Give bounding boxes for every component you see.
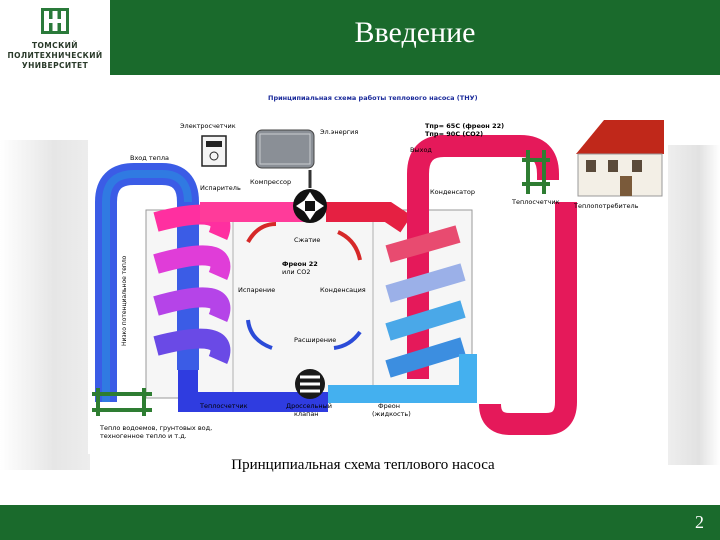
heat-meter-right <box>522 150 550 194</box>
label-condenser: Конденсатор <box>430 188 475 196</box>
label-evaporation: Испарение <box>238 286 275 294</box>
condenser-loop <box>407 135 559 379</box>
discharge-line <box>326 202 412 233</box>
label-freon-liquid-2: (жидкость) <box>372 410 411 418</box>
label-heat-meter-left: Теплосчетчик <box>199 402 248 410</box>
page-number: 2 <box>695 512 704 532</box>
background-shade-right <box>668 145 720 465</box>
label-valve-line-2: клапан <box>294 410 319 418</box>
slide-title: Введение <box>354 16 476 49</box>
label-heat-consumer: Теплопотребитель <box>573 202 639 210</box>
temp-label-1: Tпр= 65С (фреон 22) <box>425 122 504 130</box>
background-shade-left <box>0 140 90 470</box>
logo-text-line-1: ТОМСКИЙ <box>32 41 78 50</box>
expansion-valve-icon <box>295 369 325 399</box>
label-output: Выход <box>410 146 432 154</box>
label-heat-source-2: техногенное тепло и т.д. <box>100 432 187 440</box>
diagram-caption: Принципиальная схема теплового насоса <box>180 452 546 478</box>
heat-pump-diagram: Принципиальная схема работы теплового на… <box>88 84 668 454</box>
logo-text-line-2: ПОЛИТЕХНИЧЕСКИЙ <box>7 51 103 60</box>
label-condensation: Конденсация <box>320 286 366 294</box>
evaporator-return <box>178 370 328 412</box>
electric-motor-icon <box>255 129 315 188</box>
header-bar: ТОМСКИЙ ПОЛИТЕХНИЧЕСКИЙ УНИВЕРСИТЕТ Введ… <box>0 0 720 75</box>
label-freon-alt: или СО2 <box>282 268 310 276</box>
diagram-heading: Принципиальная схема работы теплового на… <box>268 94 478 102</box>
label-evaporator: Испаритель <box>200 184 241 192</box>
label-compression: Сжатие <box>294 236 320 244</box>
university-logo: ТОМСКИЙ ПОЛИТЕХНИЧЕСКИЙ УНИВЕРСИТЕТ <box>0 0 110 75</box>
logo-text-line-3: УНИВЕРСИТЕТ <box>21 61 89 70</box>
label-heat-input: Вход тепла <box>130 154 169 162</box>
label-valve-line-1: Дроссельный <box>286 402 332 410</box>
electric-meter-icon <box>201 135 227 167</box>
label-compressor: Компрессор <box>250 178 291 186</box>
label-heat-meter-right: Теплосчетчик <box>511 198 560 206</box>
compressor-icon <box>293 189 327 223</box>
house-icon <box>576 120 664 197</box>
label-heat-source-1: Тепло водоемов, грунтовых вод, <box>99 424 212 432</box>
label-freon: Фреон 22 <box>282 260 318 268</box>
heat-meter-left <box>92 388 152 416</box>
condenser-coil <box>385 225 466 378</box>
temp-label-2: Tпр= 90С (СО2) <box>425 130 483 138</box>
label-electric-energy: Эл.энергия <box>320 128 358 136</box>
liquid-line <box>328 354 477 403</box>
label-freon-liquid-1: Фреон <box>378 402 400 410</box>
footer-bar <box>0 505 720 540</box>
label-electric-meter: Электросчетчик <box>180 122 236 130</box>
label-expansion: Расширение <box>294 336 336 344</box>
label-low-potential-heat: Низко потенциальное тепло <box>121 255 128 346</box>
cycle-arrows <box>246 222 362 350</box>
consumer-return <box>479 202 577 435</box>
tpu-logo-icon <box>41 8 69 34</box>
